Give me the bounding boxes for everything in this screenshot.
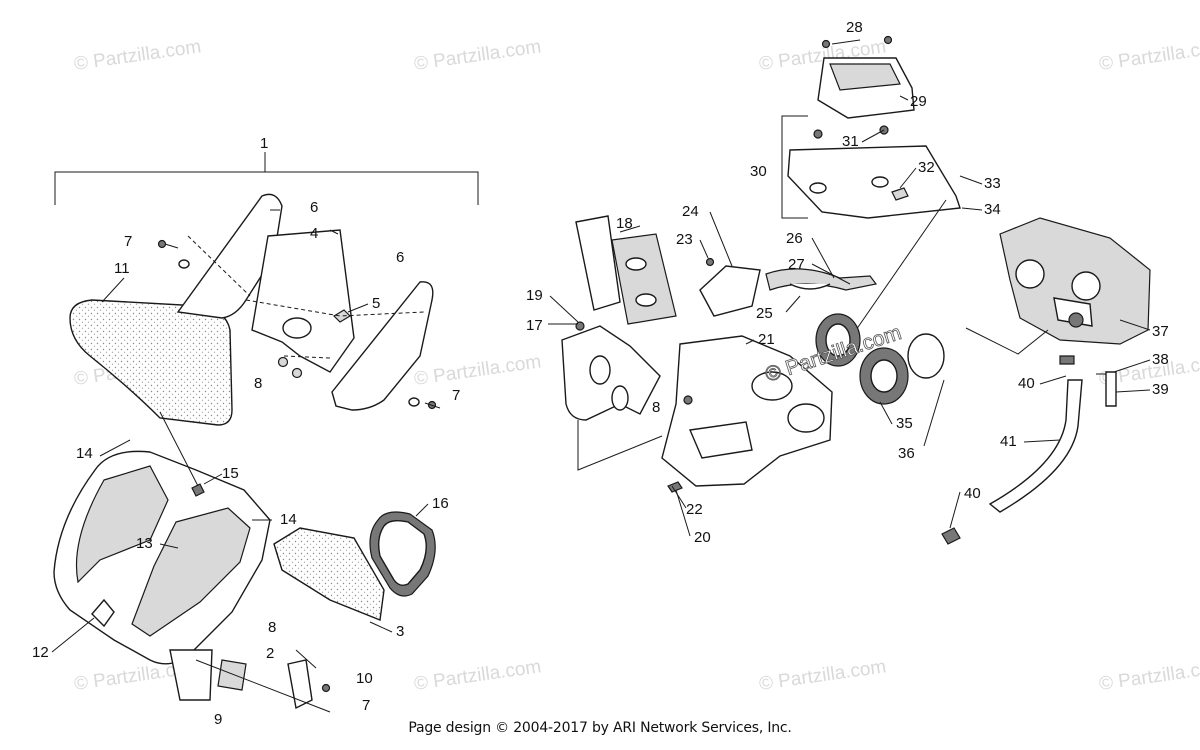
callout-label: 3 xyxy=(396,623,404,640)
callout-label: 24 xyxy=(682,203,699,220)
watermark: © Partzilla.com xyxy=(758,656,888,695)
callout-label: 5 xyxy=(372,295,380,312)
callout-label: 37 xyxy=(1152,323,1169,340)
callout-label: 20 xyxy=(694,529,711,546)
callout-label: 8 xyxy=(268,619,276,636)
callout-label: 41 xyxy=(1000,433,1017,450)
callout-label: 32 xyxy=(918,159,935,176)
watermark: © Partzilla.com xyxy=(1098,36,1200,75)
intake-adapter xyxy=(815,313,945,405)
filter-seal xyxy=(369,511,436,597)
callout-label: 39 xyxy=(1152,381,1169,398)
leader-line xyxy=(577,420,663,471)
callout-label: 7 xyxy=(362,697,370,714)
callout-label: 4 xyxy=(310,225,318,242)
callout-label: 14 xyxy=(76,445,93,462)
callout-label: 31 xyxy=(842,133,859,150)
fuel-pump xyxy=(699,257,761,317)
mounting-bracket xyxy=(217,659,331,710)
callout-label: 16 xyxy=(432,495,449,512)
cover-screws xyxy=(821,35,893,49)
leader-line xyxy=(855,199,947,331)
callout-label: 7 xyxy=(124,233,132,250)
callout-label: 17 xyxy=(526,317,543,334)
airbox-plate xyxy=(561,325,661,421)
leader-line xyxy=(195,659,331,713)
callout-label: 8 xyxy=(254,375,262,392)
assembly-line xyxy=(187,235,251,297)
screw xyxy=(157,239,190,269)
assembly-bracket xyxy=(54,171,479,205)
callout-label: 25 xyxy=(756,305,773,322)
callout-label: 15 xyxy=(222,465,239,482)
callout-label: 14 xyxy=(280,511,297,528)
callout-labels: 1 2 3 4 5 6 6 7 7 7 8 8 8 9 10 11 12 13 … xyxy=(32,19,1169,728)
watermark: © Partzilla.com xyxy=(413,351,543,390)
callout-label: 28 xyxy=(846,19,863,36)
callout-label: 36 xyxy=(898,445,915,462)
callout-label: 23 xyxy=(676,231,693,248)
callout-label: 12 xyxy=(32,644,49,661)
callout-label: 19 xyxy=(526,287,543,304)
callout-label: 2 xyxy=(266,645,274,662)
leader-line xyxy=(159,411,199,487)
copyright-footer: Page design © 2004-2017 by ARI Network S… xyxy=(408,720,792,736)
callout-label: 13 xyxy=(136,535,153,552)
hose-assembly xyxy=(765,268,878,291)
screw xyxy=(408,397,441,410)
cover-gasket xyxy=(787,145,961,219)
callout-label: 10 xyxy=(356,670,373,687)
callout-label: 34 xyxy=(984,201,1001,218)
side-panel-right xyxy=(331,281,434,411)
callout-label: 1 xyxy=(260,135,268,152)
assembly-line xyxy=(283,355,331,359)
callout-label: 26 xyxy=(786,230,803,247)
callout-label: 27 xyxy=(788,256,805,273)
airbox-filter xyxy=(611,233,677,325)
assembly-line xyxy=(245,299,425,317)
grommet xyxy=(683,395,693,405)
callout-label: 8 xyxy=(652,399,660,416)
callout-label: 40 xyxy=(964,485,981,502)
callout-leaders xyxy=(51,39,1151,669)
foam-filter-upper xyxy=(69,299,233,426)
watermark: © Partzilla.com xyxy=(1098,656,1200,695)
grommet xyxy=(277,356,303,379)
callout-label: 29 xyxy=(910,93,927,110)
screw xyxy=(575,321,585,331)
callout-label: 30 xyxy=(750,163,767,180)
callout-label: 7 xyxy=(452,387,460,404)
carburetor xyxy=(999,217,1151,345)
callout-label: 33 xyxy=(984,175,1001,192)
fuel-line xyxy=(941,355,1117,545)
watermark: © Partzilla.com xyxy=(73,36,203,75)
callout-bracket xyxy=(781,115,808,219)
callout-label: 9 xyxy=(214,711,222,728)
callout-label: 22 xyxy=(686,501,703,518)
airbox-main xyxy=(661,335,833,487)
leader-line xyxy=(101,277,125,303)
callout-label: 6 xyxy=(396,249,404,266)
top-cover xyxy=(817,57,915,119)
callout-label: 21 xyxy=(758,331,775,348)
center-panel xyxy=(251,229,355,373)
airbox-screen xyxy=(575,215,621,311)
watermark: © Partzilla.com xyxy=(413,656,543,695)
watermark: © Partzilla.com xyxy=(413,36,543,75)
callout-label: 18 xyxy=(616,215,633,232)
leader-line xyxy=(965,327,1049,355)
screw xyxy=(667,481,683,493)
grommet xyxy=(813,129,823,139)
callout-label: 35 xyxy=(896,415,913,432)
hood-cowl xyxy=(53,450,271,701)
callout-label: 40 xyxy=(1018,375,1035,392)
air-filter-foam xyxy=(273,527,385,621)
callout-label: 11 xyxy=(114,260,130,277)
callout-label: 38 xyxy=(1152,351,1169,368)
callout-label: 6 xyxy=(310,199,318,216)
